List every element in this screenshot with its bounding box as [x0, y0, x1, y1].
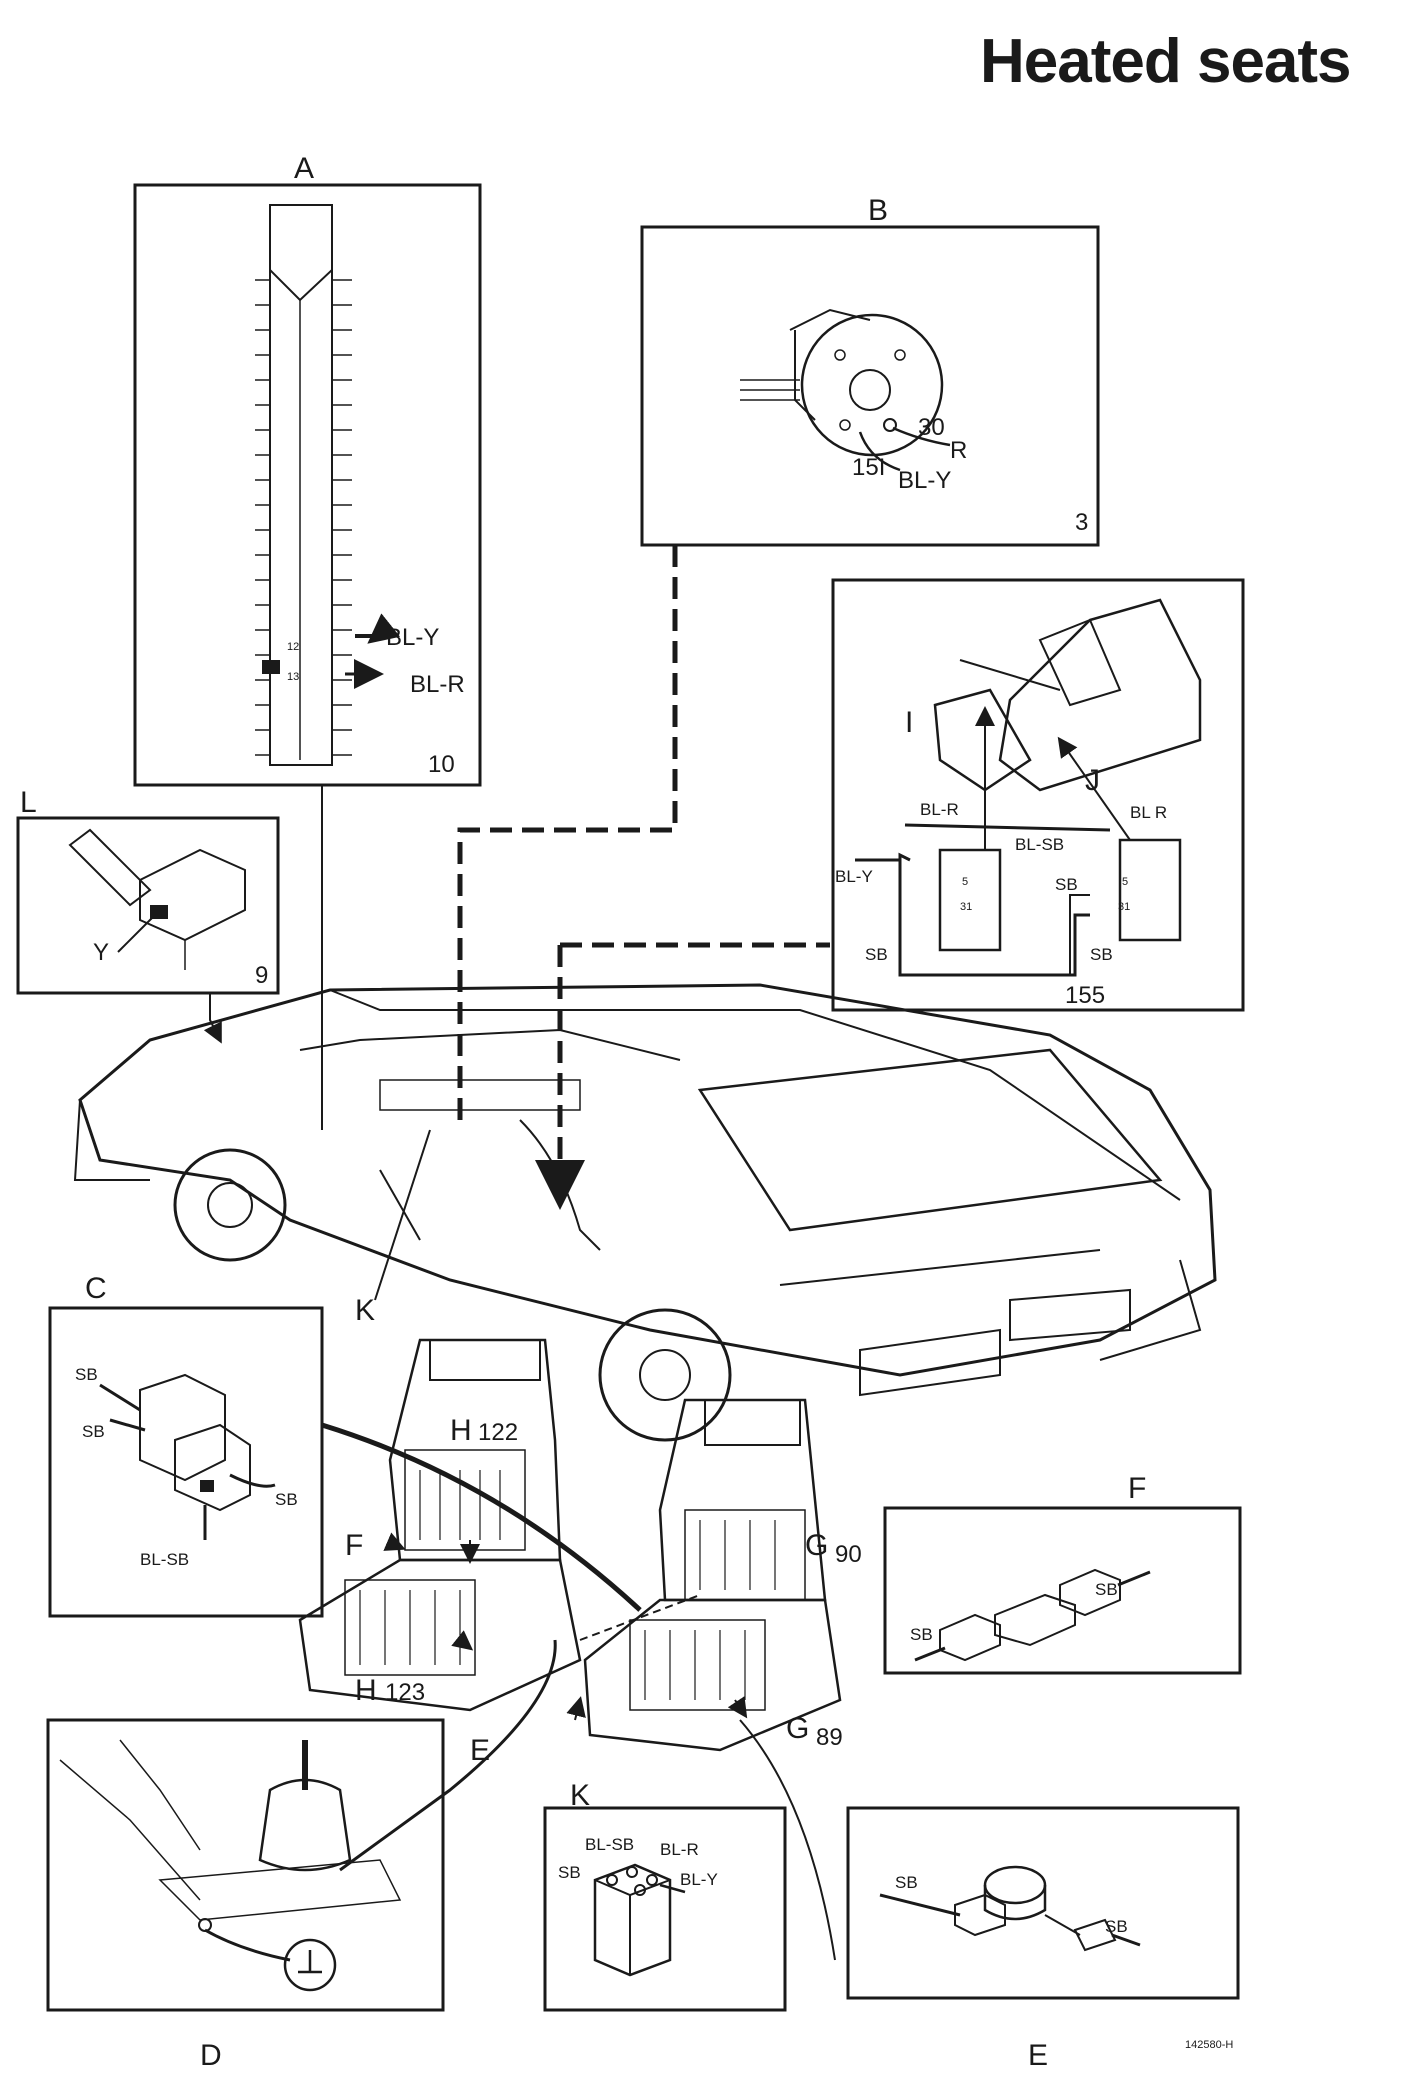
- panel-ij-pin-5-right: 5: [1122, 876, 1128, 888]
- panel-c-connector: [48, 1306, 324, 1618]
- panel-d-letter: D: [200, 2039, 222, 2072]
- fuse-rows: [255, 279, 352, 760]
- panel-ij-number: 155: [1065, 982, 1105, 1009]
- panel-a-fuse-box: [133, 183, 482, 1130]
- figure-reference-number: 142580-H: [1185, 2039, 1233, 2051]
- panel-k-wire-sb: SB: [558, 1863, 581, 1882]
- callout-h123-letter: H: [355, 1674, 377, 1707]
- panel-k-letter: K: [570, 1779, 590, 1812]
- panel-ij-wire-bl-r-left: BL-R: [920, 800, 959, 819]
- panel-f-wire-sb-right: SB: [1095, 1580, 1118, 1599]
- callout-g90-letter: G: [805, 1529, 828, 1562]
- page-title: Heated seats: [980, 27, 1352, 96]
- seats-heating-elements: [298, 1338, 842, 1961]
- panel-e-thermostat: [846, 1806, 1240, 2000]
- panel-b-ignition-switch: [457, 225, 1100, 1130]
- panel-b-letter: B: [868, 194, 888, 227]
- panel-b-terminal-30: 30: [918, 414, 945, 441]
- panel-c-letter: C: [85, 1272, 107, 1305]
- panel-ij-wire-sb-1: SB: [1055, 875, 1078, 894]
- callout-e-seat: E: [470, 1734, 490, 1767]
- car-cutaway: [73, 983, 1217, 1442]
- panel-b-wire-bl-y: BL-Y: [898, 467, 951, 494]
- panel-l-number: 9: [255, 962, 268, 989]
- panel-f-letter: F: [1128, 1472, 1146, 1505]
- panel-k-wire-bl-y: BL-Y: [680, 1870, 718, 1889]
- panel-k-connector: [543, 1806, 787, 2012]
- panel-ij-pin-31-right: 31: [1118, 901, 1130, 913]
- panel-c-wire-sb-top: SB: [75, 1365, 98, 1384]
- panel-ij-wire-bl-y: BL-Y: [835, 867, 873, 886]
- panel-l-relay: [16, 816, 280, 1044]
- panel-f-connector: [883, 1506, 1242, 1675]
- panel-ij-pin-31-left: 31: [960, 901, 972, 913]
- panel-ij-wire-sb-2: SB: [865, 945, 888, 964]
- callout-h122-letter: H: [450, 1414, 472, 1447]
- panel-d-ground-point: [46, 1718, 445, 2012]
- callout-g89-number: 89: [816, 1724, 843, 1751]
- panel-a-number: 10: [428, 751, 455, 778]
- diagram-labels: A BL-Y BL-R 12 13 10 B 30 R 15I BL-Y 3 I…: [20, 152, 1233, 2072]
- panel-j-letter: J: [1085, 764, 1100, 797]
- panel-ij-pin-5-left: 5: [962, 876, 968, 888]
- callout-g90-number: 90: [835, 1541, 862, 1568]
- panel-a-label-bl-r: BL-R: [410, 671, 465, 698]
- callout-g89-letter: G: [786, 1712, 809, 1745]
- panel-f-wire-sb-left: SB: [910, 1625, 933, 1644]
- panel-e-wire-sb-left: SB: [895, 1873, 918, 1892]
- callout-k: K: [355, 1294, 375, 1327]
- panel-a-pin-12: 12: [287, 641, 299, 653]
- panel-c-wire-sb-left: SB: [82, 1422, 105, 1441]
- panel-a-letter: A: [294, 152, 314, 185]
- panel-l-wire-y: Y: [93, 939, 109, 966]
- panel-i-letter: I: [905, 706, 913, 739]
- panel-b-number: 3: [1075, 509, 1088, 536]
- panel-c-wire-bl-sb: BL-SB: [140, 1550, 189, 1569]
- panel-e-wire-sb-right: SB: [1105, 1917, 1128, 1936]
- panel-l-letter: L: [20, 786, 37, 819]
- panel-ij-wire-sb-3: SB: [1090, 945, 1113, 964]
- callout-f-seat: F: [345, 1529, 363, 1562]
- panel-b-terminal-15: 15I: [852, 454, 885, 481]
- panel-ij-wire-bl-sb: BL-SB: [1015, 835, 1064, 854]
- panel-a-label-bl-y: BL-Y: [386, 624, 439, 651]
- panel-a-pin-13: 13: [287, 671, 299, 683]
- panel-ij-seat-heat-switches: [535, 578, 1245, 1210]
- panel-k-wire-bl-sb: BL-SB: [585, 1835, 634, 1854]
- panel-k-wire-bl-r: BL-R: [660, 1840, 699, 1859]
- panel-ij-wire-bl-r-right: BL R: [1130, 803, 1167, 822]
- panel-b-wire-r: R: [950, 437, 967, 464]
- panel-e-letter: E: [1028, 2039, 1048, 2072]
- panel-c-wire-sb-right: SB: [275, 1490, 298, 1509]
- callout-h122-number: 122: [478, 1419, 518, 1446]
- callout-h123-number: 123: [385, 1679, 425, 1706]
